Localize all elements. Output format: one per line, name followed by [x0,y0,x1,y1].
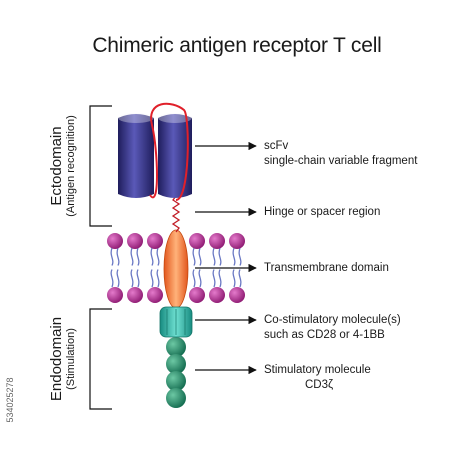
label-arrows [195,141,257,375]
ectodomain-label: Ectodomain (Antigen recognition) [48,115,78,217]
stim-label-line2: CD3ζ [305,379,334,391]
scfv-linker [149,102,189,201]
lipid-tail [238,247,242,288]
scfv-full-label: single-chain variable fragment [264,155,418,167]
lipid-tail [232,247,236,288]
endodomain-title: Endodomain [48,316,65,402]
endodomain-subtitle: (Stimulation) [65,328,77,390]
scfv-domain [118,102,192,201]
lipid-bilayer [107,233,245,303]
lipid-head [147,233,163,249]
lipid-head [189,233,205,249]
lipid-tail [156,247,160,288]
cd3z-chain [166,337,186,408]
lipid-tail [116,247,120,288]
cd3z-bead [166,388,186,408]
scfv-label: scFv [264,140,289,152]
lipid-head [229,287,245,303]
image-id: 534025278 [5,377,15,423]
lipid-tail [212,247,216,288]
lipid-tail [198,247,202,288]
lipid-tails [110,247,242,288]
lipid-tail [130,247,134,288]
costim-label-line2: such as CD28 or 4-1BB [264,329,385,341]
lipid-tail [150,247,154,288]
diagram-title: Chimeric antigen receptor T cell [92,34,382,57]
lipid-head [147,287,163,303]
lipid-head [127,287,143,303]
cd3z-bead [166,337,186,357]
hinge-spacer [171,195,181,233]
stim-label-line1: Stimulatory molecule [264,364,371,376]
lipid-head [189,287,205,303]
endodomain-label: Endodomain (Stimulation) [48,317,78,401]
transmembrane-label: Transmembrane domain [264,262,389,274]
lipid-head [107,233,123,249]
lipid-tail [136,247,140,288]
cd3z-bead [166,371,186,391]
lipid-head [229,233,245,249]
lipid-head [127,233,143,249]
costimulatory-domain [159,306,193,338]
lipid-head [209,233,225,249]
lipid-head [209,287,225,303]
ectodomain-subtitle: (Antigen recognition) [65,115,77,217]
lipid-tail [110,247,114,288]
ectodomain-bracket [89,105,112,227]
hinge-label: Hinge or spacer region [264,206,381,218]
lipid-tail [192,247,196,288]
lipid-head [107,287,123,303]
cd3z-bead [166,354,186,374]
endodomain-bracket [89,308,112,410]
transmembrane-domain [163,229,189,309]
costim-label-line1: Co-stimulatory molecule(s) [264,314,401,326]
lipid-tail [218,247,222,288]
ectodomain-title: Ectodomain [48,126,65,206]
